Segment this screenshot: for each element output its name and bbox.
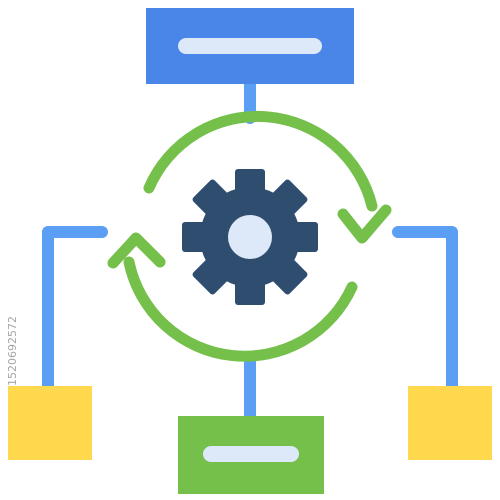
gear-hub	[228, 215, 272, 259]
top-box-label-bar	[178, 38, 322, 54]
connector-right	[392, 226, 458, 394]
cycle-arrow-lower	[123, 256, 358, 362]
right-process-box	[408, 386, 492, 460]
gear-icon	[182, 169, 318, 305]
cycle-arrowhead-right	[337, 204, 392, 244]
bottom-box-label-bar	[203, 446, 299, 462]
connector-left	[42, 226, 108, 394]
cycle-arrowhead-left	[107, 232, 166, 269]
left-process-box	[8, 386, 92, 460]
bottom-process-box	[178, 416, 324, 494]
cycle-arrow-upper	[143, 111, 378, 212]
cycle-arrows	[107, 111, 392, 362]
top-process-box	[146, 8, 354, 84]
